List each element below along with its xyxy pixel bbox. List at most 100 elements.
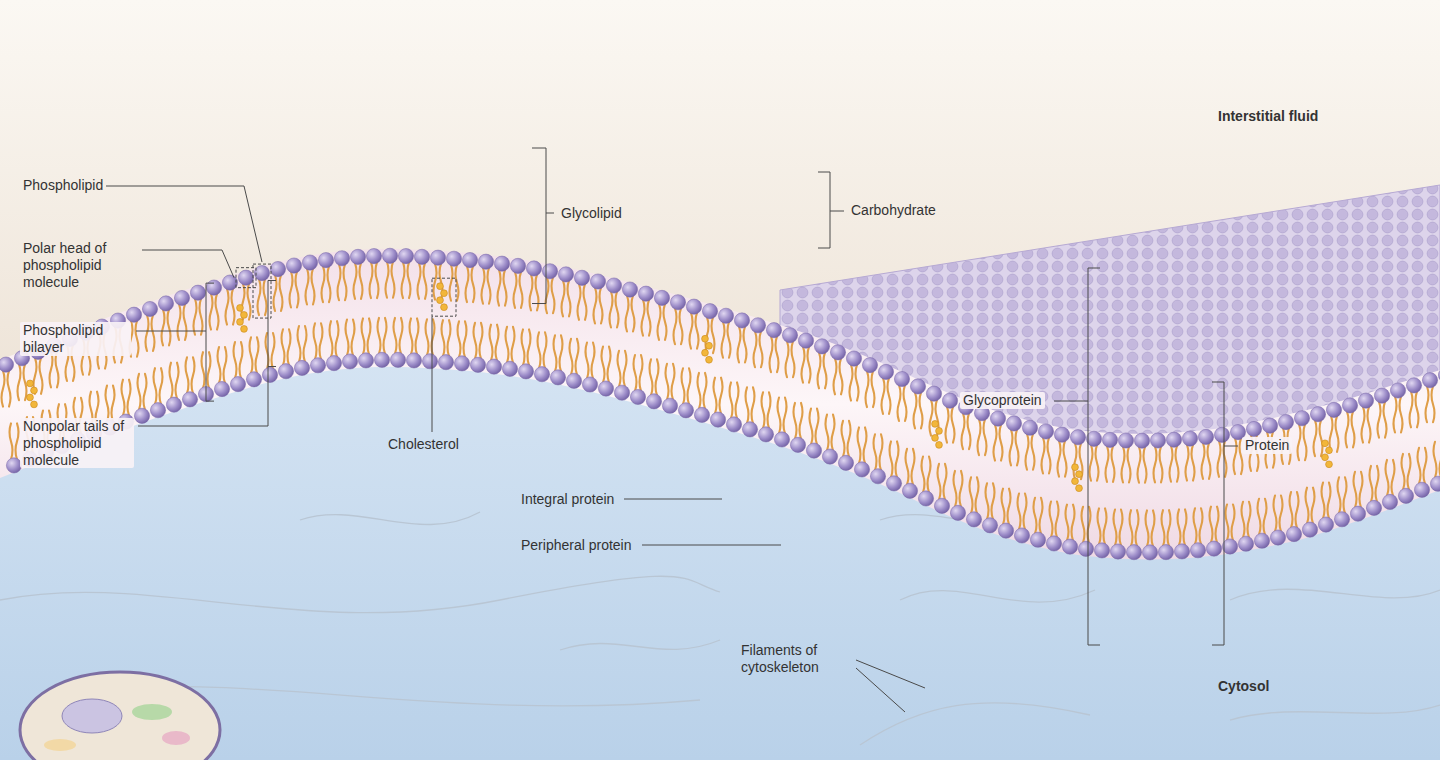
nonpolar-tail bbox=[416, 318, 419, 354]
bracket bbox=[1088, 268, 1100, 645]
nonpolar-tail bbox=[976, 477, 979, 513]
dashed-box bbox=[236, 268, 256, 288]
nonpolar-tail bbox=[56, 351, 59, 387]
polar-head bbox=[1166, 432, 1181, 447]
part-label: Carbohydrate bbox=[848, 202, 939, 219]
nonpolar-tail bbox=[1424, 448, 1427, 484]
leader-line bbox=[432, 316, 433, 432]
nonpolar-tail bbox=[194, 299, 197, 335]
nonpolar-tail bbox=[210, 294, 213, 330]
cholesterol-symbol bbox=[31, 387, 38, 394]
nonpolar-tail bbox=[1152, 510, 1155, 546]
polar-head bbox=[726, 417, 741, 432]
nonpolar-tail bbox=[1026, 434, 1029, 470]
nonpolar-tail bbox=[626, 296, 629, 332]
cholesterol-symbol bbox=[27, 380, 34, 387]
nonpolar-tail bbox=[1146, 510, 1149, 546]
nonpolar-tail bbox=[1168, 510, 1171, 546]
leader-lines bbox=[106, 148, 1238, 712]
nonpolar-tail bbox=[1320, 420, 1323, 456]
leader-line bbox=[138, 366, 268, 426]
bracket bbox=[206, 283, 214, 401]
nonpolar-tail bbox=[162, 309, 165, 345]
nonpolar-tail bbox=[872, 371, 875, 407]
nonpolar-tail bbox=[1048, 437, 1051, 473]
nonpolar-tail bbox=[282, 329, 285, 365]
nonpolar-tail bbox=[504, 270, 507, 306]
leader-line bbox=[856, 660, 925, 688]
nonpolar-tail bbox=[258, 279, 261, 315]
polar-head bbox=[566, 373, 581, 388]
nonpolar-tail bbox=[746, 387, 749, 423]
cholesterol-symbol bbox=[706, 342, 713, 349]
nonpolar-tail bbox=[146, 315, 149, 351]
polar-head bbox=[1398, 488, 1413, 503]
polar-head bbox=[390, 352, 405, 367]
nonpolar-tail bbox=[1178, 509, 1181, 545]
cholesterol-symbol bbox=[936, 441, 943, 448]
polar-head bbox=[998, 523, 1013, 538]
cholesterol-symbol bbox=[932, 434, 939, 441]
part-label: Filaments of cytoskeleton bbox=[738, 642, 854, 676]
polar-head bbox=[646, 394, 661, 409]
polar-head bbox=[382, 248, 397, 263]
nonpolar-tail bbox=[578, 284, 581, 320]
nonpolar-tail bbox=[618, 351, 621, 387]
nonpolar-tail bbox=[1122, 447, 1125, 483]
nonpolar-tail bbox=[1418, 448, 1421, 484]
nonpolar-tail bbox=[600, 288, 603, 324]
nonpolar-tail bbox=[874, 434, 877, 470]
nonpolar-tail bbox=[1202, 443, 1205, 479]
nonpolar-tail bbox=[786, 341, 789, 377]
polar-head bbox=[422, 354, 437, 369]
nonpolar-tail bbox=[648, 300, 651, 336]
part-label: Peripheral protein bbox=[518, 537, 635, 554]
polar-head bbox=[182, 392, 197, 407]
nonpolar-tail bbox=[640, 355, 643, 391]
nonpolar-tail bbox=[304, 326, 307, 362]
nonpolar-tail bbox=[1368, 407, 1371, 443]
nonpolar-tail bbox=[1024, 493, 1027, 529]
polar-head bbox=[494, 256, 509, 271]
nonpolar-tail bbox=[226, 289, 229, 325]
polar-head bbox=[630, 389, 645, 404]
polar-head bbox=[550, 370, 565, 385]
nonpolar-tail bbox=[906, 449, 909, 485]
polar-head bbox=[1038, 424, 1053, 439]
polar-head bbox=[678, 403, 693, 418]
nonpolar-tail bbox=[320, 323, 323, 359]
nonpolar-tail bbox=[778, 397, 781, 433]
nonpolar-tail bbox=[498, 270, 501, 306]
nonpolar-tail bbox=[256, 337, 259, 373]
nonpolar-tail bbox=[336, 321, 339, 357]
nonpolar-tail bbox=[424, 263, 427, 299]
cholesterol-symbol bbox=[1326, 447, 1333, 454]
polar-head bbox=[1110, 544, 1125, 559]
polar-head bbox=[766, 323, 781, 338]
polar-head bbox=[190, 285, 205, 300]
organelle bbox=[132, 704, 172, 720]
part-label: Integral protein bbox=[518, 491, 617, 508]
filament bbox=[0, 576, 720, 612]
part-label: Cytosol bbox=[1215, 678, 1272, 695]
nonpolar-tail bbox=[512, 327, 515, 363]
polar-head bbox=[1078, 541, 1093, 556]
nonpolar-tail bbox=[8, 371, 11, 407]
leader-line bbox=[1224, 446, 1238, 447]
polar-head bbox=[222, 275, 237, 290]
nonpolar-tail bbox=[1330, 416, 1333, 452]
polar-head bbox=[782, 328, 797, 343]
polar-head bbox=[814, 339, 829, 354]
polar-head bbox=[862, 357, 877, 372]
nonpolar-tail bbox=[810, 409, 813, 445]
nonpolar-tail bbox=[514, 272, 517, 308]
nonpolar-tail bbox=[202, 352, 205, 388]
polar-head bbox=[470, 357, 485, 372]
nonpolar-tail bbox=[154, 368, 157, 404]
nonpolar-tail bbox=[410, 318, 413, 354]
nonpolar-tail bbox=[1064, 441, 1067, 477]
cholesterol-symbol bbox=[1072, 464, 1079, 471]
nonpolar-tail bbox=[826, 415, 829, 451]
nonpolar-tail bbox=[346, 319, 349, 355]
nonpolar-tail bbox=[290, 272, 293, 308]
